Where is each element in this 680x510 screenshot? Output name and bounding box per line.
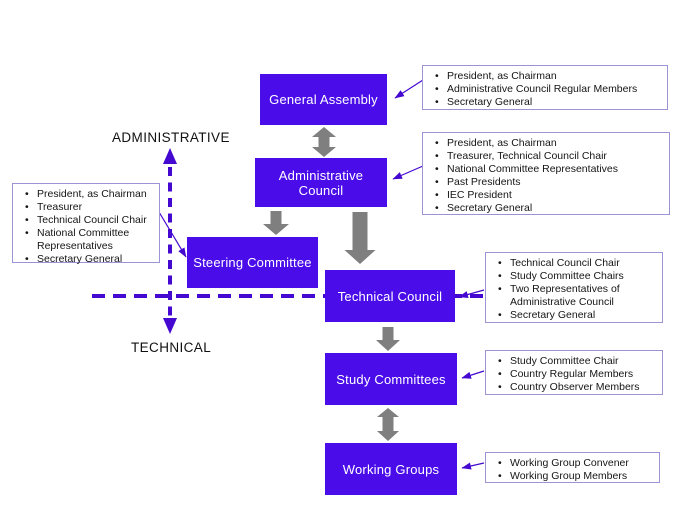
annotation-general-assembly-members: President, as ChairmanAdministrative Cou… <box>422 65 668 110</box>
annotation-working-groups-members: Working Group ConvenerWorking Group Memb… <box>485 452 660 483</box>
connector-wg-annotation <box>461 462 485 470</box>
member-item: Past Presidents <box>435 176 665 189</box>
member-item: IEC President <box>435 189 665 202</box>
member-item: Secretary General <box>25 253 155 266</box>
node-administrative-council: Administrative Council <box>255 158 387 207</box>
general-assembly-member-list: President, as ChairmanAdministrative Cou… <box>423 66 667 112</box>
annotation-steering-committee-members: President, as ChairmanTreasurerTechnical… <box>12 183 160 266</box>
member-item: President, as Chairman <box>435 70 663 83</box>
node-technical-council: Technical Council <box>325 270 455 322</box>
up-arrowhead-icon <box>163 148 177 164</box>
node-working-groups: Working Groups <box>325 443 457 495</box>
down-arrow-ac-steering-icon <box>263 211 289 235</box>
double-arrow-sc-wg-icon <box>377 408 399 441</box>
node-working-groups-label: Working Groups <box>342 461 440 477</box>
member-item: Working Group Convener <box>498 457 655 470</box>
connector-tc-annotation <box>458 289 485 299</box>
down-arrow-ac-tc-icon <box>344 212 376 264</box>
connector-steering-annotation <box>158 211 187 258</box>
member-item: Administrative Council Regular Members <box>435 83 663 96</box>
member-item: National Committee Representatives <box>435 163 665 176</box>
member-item: Secretary General <box>435 202 665 215</box>
member-item: Technical Council Chair <box>498 257 658 270</box>
annotation-study-committees-members: Study Committee ChairCountry Regular Mem… <box>485 350 663 395</box>
member-item: President, as Chairman <box>435 137 665 150</box>
down-arrow-tc-sc-icon <box>376 327 400 351</box>
node-technical-council-label: Technical Council <box>337 288 443 304</box>
member-item: Treasurer <box>25 201 155 214</box>
member-item: Working Group Members <box>498 470 655 483</box>
flow-arrows <box>263 127 400 441</box>
study-committees-member-list: Study Committee ChairCountry Regular Mem… <box>486 351 662 397</box>
node-general-assembly-label: General Assembly <box>269 92 378 107</box>
node-steering-committee: Steering Committee <box>187 237 318 288</box>
node-administrative-council-label: Administrative Council <box>278 167 364 198</box>
double-arrow-ga-ac-icon <box>312 127 336 157</box>
member-item: Study Committee Chairs <box>498 270 658 283</box>
member-item: Study Committee Chair <box>498 355 658 368</box>
member-item: Treasurer, Technical Council Chair <box>435 150 665 163</box>
node-general-assembly: General Assembly <box>260 74 387 125</box>
member-item: Country Observer Members <box>498 381 658 394</box>
member-item: National Committee Representatives <box>25 227 155 253</box>
member-item: Technical Council Chair <box>25 214 155 227</box>
annotation-technical-council-members: Technical Council ChairStudy Committee C… <box>485 252 663 323</box>
member-item: President, as Chairman <box>25 188 155 201</box>
connector-ga-annotation <box>394 79 424 99</box>
annotation-connectors <box>158 79 485 470</box>
technical-council-member-list: Technical Council ChairStudy Committee C… <box>486 253 662 325</box>
member-item: Two Representatives of Administrative Co… <box>498 283 658 309</box>
technical-axis-label: TECHNICAL <box>131 340 212 355</box>
member-item: Secretary General <box>498 309 658 322</box>
node-study-committees-label: Study Committees <box>336 371 446 387</box>
steering-committee-member-list: President, as ChairmanTreasurerTechnical… <box>13 184 159 269</box>
connector-sc-annotation <box>461 370 485 379</box>
member-item: Secretary General <box>435 96 663 109</box>
annotation-administrative-council-members: President, as ChairmanTreasurer, Technic… <box>422 132 670 215</box>
node-study-committees: Study Committees <box>325 353 457 405</box>
administrative-axis-label: ADMINISTRATIVE <box>112 130 230 145</box>
working-groups-member-list: Working Group ConvenerWorking Group Memb… <box>486 453 659 486</box>
down-arrowhead-icon <box>163 318 177 334</box>
connector-ac-annotation <box>392 165 424 180</box>
member-item: Country Regular Members <box>498 368 658 381</box>
node-steering-committee-label: Steering Committee <box>193 255 312 270</box>
administrative-council-member-list: President, as ChairmanTreasurer, Technic… <box>423 133 669 218</box>
